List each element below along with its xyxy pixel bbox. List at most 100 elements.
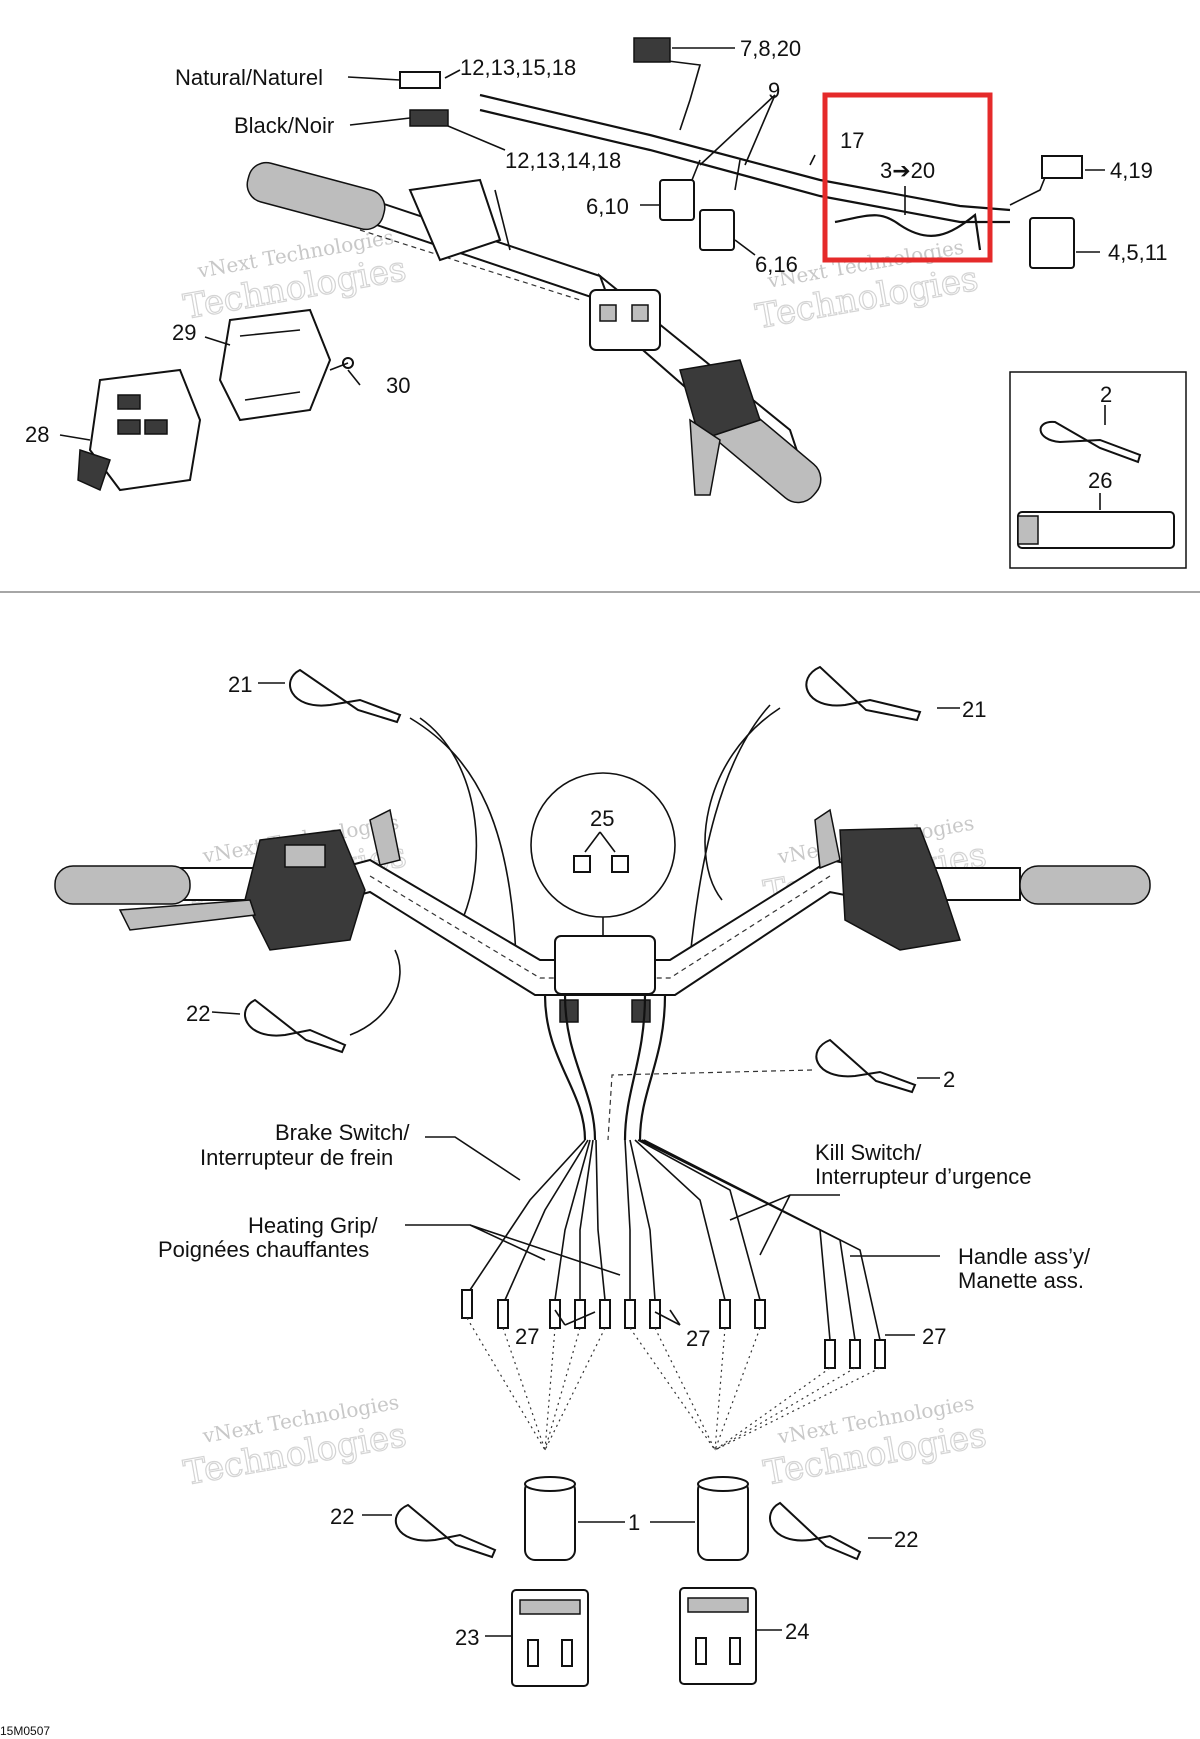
callout-2-lower: 2	[943, 1067, 955, 1092]
leader-line	[405, 1224, 621, 1276]
cable-tie-21-left	[289, 668, 402, 724]
bottom-harness-routing: 21 21 25	[0, 665, 1151, 1738]
callout-24: 24	[785, 1619, 809, 1644]
watermark-top-right: vNext Technologies Technologies	[752, 235, 982, 338]
leader-line	[554, 1309, 596, 1326]
callout-29: 29	[172, 320, 196, 345]
clip-25	[611, 855, 629, 873]
connector-slot	[729, 1637, 741, 1665]
watermark-low-left: vNext Technologies Technologies	[180, 1390, 410, 1494]
label-heating-grip-1: Heating Grip/	[248, 1213, 379, 1238]
callout-12-13-15-18: 12,13,15,18	[460, 55, 576, 80]
label-black: Black/Noir	[234, 113, 334, 138]
switch-button	[117, 419, 141, 435]
connector-7	[633, 37, 671, 63]
leader-line	[211, 1011, 241, 1015]
harness-bundle-left	[543, 994, 587, 1141]
screw-shaft	[329, 362, 349, 371]
highlight-box	[822, 92, 993, 263]
connector-black	[409, 109, 449, 127]
callout-6-10: 6,10	[586, 194, 629, 219]
center-clamp-bottom	[554, 935, 656, 995]
callout-27-a: 27	[515, 1324, 539, 1349]
throttle-lever	[689, 418, 721, 496]
clip-25	[573, 855, 591, 873]
routing-arrow	[689, 704, 771, 959]
terminal-27	[874, 1339, 886, 1369]
connector-label	[519, 1599, 581, 1615]
sleeve-top	[697, 1476, 749, 1492]
leader-line	[349, 117, 411, 126]
harness-bundle-right	[623, 994, 647, 1141]
cable-tie-22-bottom-right	[769, 1501, 862, 1561]
leader-line	[654, 1309, 681, 1326]
cable-tie-22-left	[244, 998, 347, 1054]
leader-line	[347, 76, 401, 81]
housing-bracket	[494, 189, 511, 251]
left-grip-bottom	[54, 865, 191, 905]
callout-22-bottom-right: 22	[894, 1527, 918, 1552]
callout-7-8-20: 7,8,20	[740, 36, 801, 61]
hidden-wire-line	[359, 229, 581, 301]
harness-segment-3-20	[834, 212, 982, 251]
wire	[629, 1139, 656, 1301]
label-handle-assy-2: Manette ass.	[958, 1268, 1084, 1293]
dotted-routing	[629, 1327, 881, 1451]
left-grip	[246, 161, 386, 231]
label-kill-switch-1: Kill Switch/	[815, 1140, 922, 1165]
tie-routing-line	[607, 1069, 813, 1141]
connector-4-5-11	[1029, 217, 1075, 269]
callout-12-13-14-18: 12,13,14,18	[505, 148, 621, 173]
terminal-27	[461, 1289, 473, 1319]
connector-6-16	[699, 209, 735, 251]
cable-tie-2-lower	[815, 1038, 917, 1094]
leader-line	[729, 1194, 840, 1256]
connector-natural	[399, 71, 441, 89]
wire	[637, 1139, 761, 1301]
dotted-routing	[466, 1317, 606, 1451]
left-switch-housing	[408, 178, 502, 262]
label-natural: Natural/Naturel	[175, 65, 323, 90]
wire	[643, 1139, 881, 1341]
top-handlebar-assembly: Natural/Naturel Black/Noir 12,13,15,18 1…	[25, 36, 1187, 569]
terminal-27	[824, 1339, 836, 1369]
terminal-27	[497, 1299, 509, 1329]
throttle-housing	[679, 359, 761, 441]
mirror-bracket	[814, 808, 841, 870]
leader-line	[444, 69, 461, 79]
callout-1: 1	[628, 1510, 640, 1535]
callout-22-left: 22	[186, 1001, 210, 1026]
leader-line	[59, 434, 91, 441]
callout-22-bottom-left: 22	[330, 1504, 354, 1529]
wire	[595, 1139, 606, 1301]
switch-button	[117, 394, 141, 410]
wire-harness-main	[479, 93, 1011, 212]
wire-branch-6b	[734, 159, 741, 191]
callout-17: 17	[840, 128, 864, 153]
harness-bundle-left	[563, 994, 597, 1141]
harness-bundle-right	[638, 994, 667, 1141]
callout-30: 30	[386, 373, 410, 398]
clamp-bolt	[631, 304, 649, 322]
leader-line	[425, 1136, 521, 1181]
grease-tube-26	[1017, 511, 1175, 549]
callout-2-inset: 2	[1100, 382, 1112, 407]
callout-25: 25	[590, 806, 614, 831]
leader-line	[809, 154, 816, 166]
callout-28: 28	[25, 422, 49, 447]
callout-4-5-11: 4,5,11	[1108, 240, 1168, 265]
leader-line	[347, 369, 361, 386]
switch-toggle	[77, 448, 111, 492]
label-handle-assy-1: Handle ass’y/	[958, 1244, 1091, 1269]
figure-code: 15M0507	[0, 1724, 50, 1738]
callout-4-19: 4,19	[1110, 158, 1153, 183]
detail-circle-25	[530, 772, 676, 918]
terminal-27	[719, 1299, 731, 1329]
wire	[579, 1139, 594, 1300]
callout-21-right: 21	[962, 697, 986, 722]
leader-line	[734, 239, 756, 256]
wire	[504, 1139, 589, 1301]
clamp-nut	[631, 999, 651, 1023]
wire	[624, 1139, 631, 1300]
